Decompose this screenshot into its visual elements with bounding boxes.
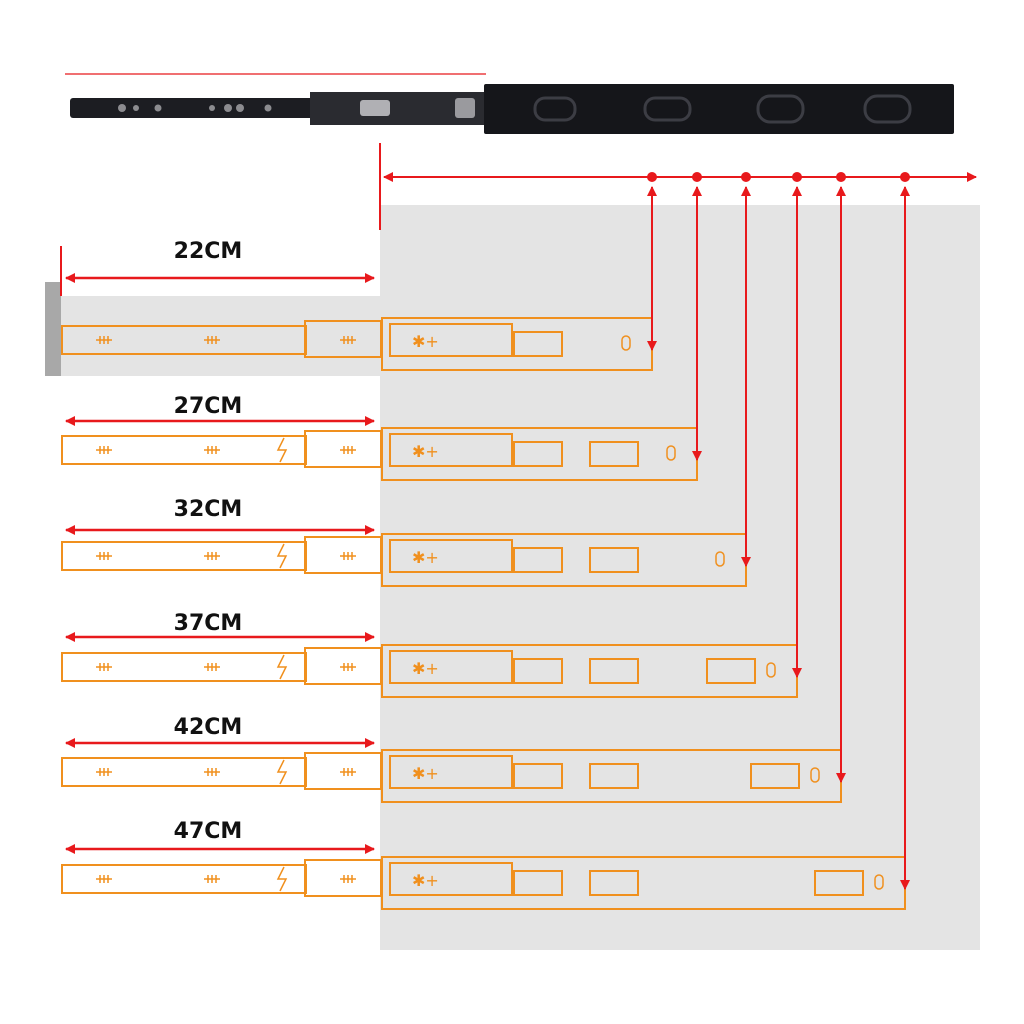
ball-cage: [389, 755, 513, 789]
ball-cage: [389, 862, 513, 896]
hole-marker: [340, 336, 356, 344]
background-panel: [380, 205, 980, 950]
length-label: 37CM: [174, 611, 243, 636]
end-hole: [666, 445, 676, 461]
hole-marker: [96, 446, 112, 454]
slide-row: 27CM ✱+: [61, 172, 702, 481]
end-hole: [621, 335, 631, 351]
hole-marker: [96, 336, 112, 344]
break-mark: [276, 543, 288, 569]
cabinet-wall: [45, 282, 61, 376]
length-label: 27CM: [174, 394, 243, 419]
slide-row: 47CM ✱+: [61, 172, 910, 910]
hole-marker: [204, 663, 220, 671]
length-label: 22CM: [174, 239, 243, 264]
release-lever-icon: ✱+: [412, 764, 439, 783]
extension-dot: [836, 172, 846, 182]
hole-marker: [340, 768, 356, 776]
release-lever-icon: ✱+: [412, 332, 439, 351]
mount-slot: [706, 658, 756, 684]
extension-dot: [692, 172, 702, 182]
cabinet-panel: [60, 296, 380, 376]
middle-rail: [304, 647, 382, 685]
hole-marker: [204, 446, 220, 454]
break-mark: [276, 866, 288, 892]
ball-cage: [389, 433, 513, 467]
hole-marker: [340, 875, 356, 883]
inner-rail: [70, 98, 320, 118]
slide-row: 37CM ✱+: [61, 172, 802, 698]
end-hole: [810, 767, 820, 783]
release-lever-icon: ✱+: [412, 871, 439, 890]
break-mark: [276, 759, 288, 785]
mount-slot: [589, 870, 639, 896]
end-hole: [874, 874, 884, 890]
mount-slot: [513, 763, 563, 789]
mount-slot: [814, 870, 864, 896]
mount-slot: [589, 658, 639, 684]
slide-row: 32CM ✱+: [61, 172, 751, 587]
mount-slot: [750, 763, 800, 789]
hole-marker: [96, 663, 112, 671]
ball-cage: [389, 539, 513, 573]
extension-dot: [900, 172, 910, 182]
mount-slot: [513, 870, 563, 896]
middle-rail: [304, 859, 382, 897]
middle-rail: [304, 536, 382, 574]
outer-rail: [484, 84, 954, 134]
hole-marker: [340, 446, 356, 454]
end-hole: [715, 551, 725, 567]
ball-cage: [389, 323, 513, 357]
mount-slot: [513, 331, 563, 357]
length-label: 32CM: [174, 497, 243, 522]
hole-marker: [204, 552, 220, 560]
length-label: 47CM: [174, 819, 243, 844]
extension-dot: [792, 172, 802, 182]
mount-slot: [589, 763, 639, 789]
break-mark: [276, 437, 288, 463]
mount-slot: [513, 547, 563, 573]
mount-slot: [513, 658, 563, 684]
hole-marker: [204, 768, 220, 776]
hole-marker: [340, 552, 356, 560]
slide-row: 42CM ✱+: [61, 172, 846, 803]
break-mark: [276, 654, 288, 680]
mount-slot: [589, 441, 639, 467]
hole-marker: [96, 552, 112, 560]
end-hole: [766, 662, 776, 678]
middle-rail: [304, 752, 382, 790]
mount-slot: [589, 547, 639, 573]
hole-marker: [204, 875, 220, 883]
hole-marker: [96, 768, 112, 776]
length-label: 42CM: [174, 715, 243, 740]
middle-rail: [304, 430, 382, 468]
release-lever-icon: ✱+: [412, 548, 439, 567]
slide-row: 22CM ✱+: [60, 172, 657, 371]
extension-dot: [647, 172, 657, 182]
hole-marker: [340, 663, 356, 671]
drawer-slide-photo: [65, 73, 954, 134]
release-lever-icon: ✱+: [412, 659, 439, 678]
hole-marker: [204, 336, 220, 344]
hole-marker: [96, 875, 112, 883]
mount-slot: [513, 441, 563, 467]
release-lever-icon: ✱+: [412, 442, 439, 461]
extension-dot: [741, 172, 751, 182]
ball-cage: [389, 650, 513, 684]
